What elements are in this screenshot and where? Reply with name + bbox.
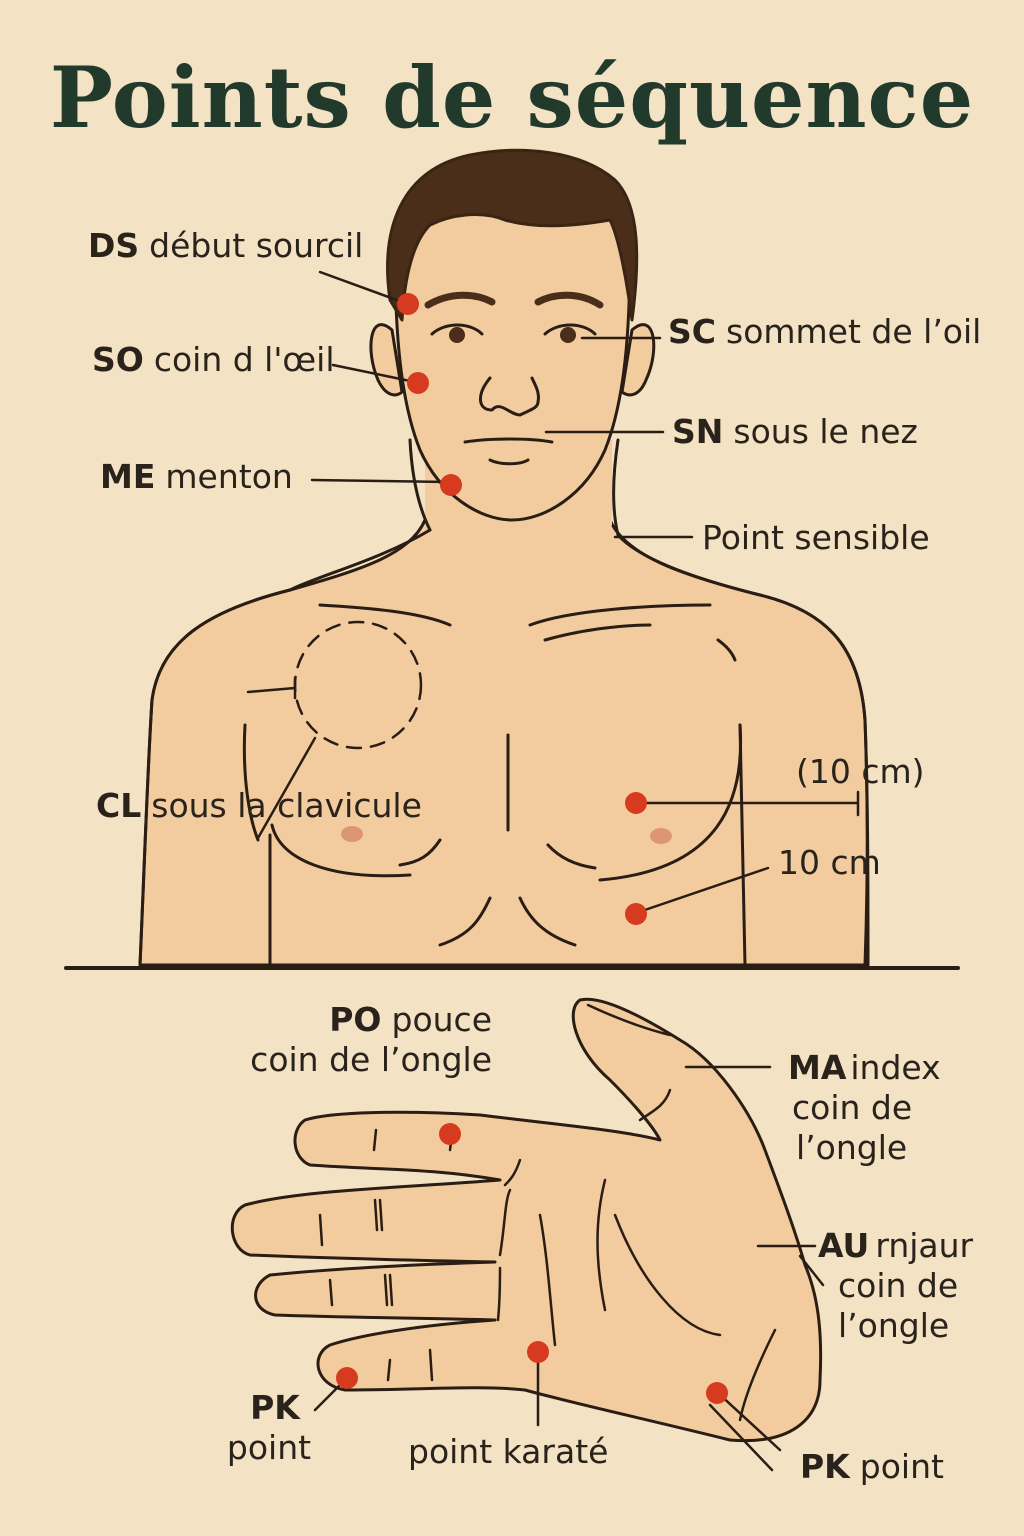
label-cl-code: CL xyxy=(96,786,142,825)
label-au-line2: coin de xyxy=(838,1266,959,1305)
label-ma-line3: l’ongle xyxy=(796,1128,908,1167)
hand xyxy=(230,997,823,1443)
label-sc-code: SC xyxy=(668,312,716,351)
nipple-left xyxy=(341,826,363,842)
point-me xyxy=(440,474,462,496)
point-po xyxy=(439,1123,461,1145)
torso xyxy=(138,518,870,967)
label-point-sensible: Point sensible xyxy=(702,518,930,557)
label-ma-text: index xyxy=(850,1048,941,1087)
label-au-text: rnjaur xyxy=(875,1226,974,1265)
label-ma-line2: coin de xyxy=(792,1088,913,1127)
label-pk-left-line2: point xyxy=(226,1428,312,1467)
label-ds-code: DS xyxy=(88,226,140,265)
point-chest-lower xyxy=(625,903,647,925)
label-au-code: AU xyxy=(818,1226,870,1265)
label-me-code: ME xyxy=(100,457,156,496)
label-po-line2: coin de l’ongle xyxy=(250,1040,492,1079)
label-pk-right-text: point xyxy=(859,1447,944,1486)
label-sn-code: SN xyxy=(672,412,724,451)
label-pk-left: PK point xyxy=(214,1388,324,1468)
face xyxy=(393,183,632,522)
nipple-right xyxy=(650,828,672,844)
point-pk-right xyxy=(706,1382,728,1404)
point-karate xyxy=(527,1341,549,1363)
label-sc-text: sommet de l’oil xyxy=(726,312,982,351)
point-ds xyxy=(397,293,419,315)
page-title: Points de séquence xyxy=(49,48,975,147)
label-measure-top: (10 cm) xyxy=(796,752,925,791)
right-ear xyxy=(620,323,656,397)
hair xyxy=(386,148,639,322)
label-ds-text: début sourcil xyxy=(149,226,364,265)
label-pk-left-code: PK xyxy=(250,1388,300,1427)
label-sn-text: sous le nez xyxy=(733,412,918,451)
label-ma-code: MA xyxy=(788,1048,847,1087)
label-measure-bottom: 10 cm xyxy=(778,843,881,882)
label-po-code: PO xyxy=(329,1000,382,1039)
point-so xyxy=(407,372,429,394)
label-cl-text: sous la clavicule xyxy=(151,786,422,825)
label-karate: point karaté xyxy=(408,1432,609,1471)
label-pk-right-code: PK xyxy=(800,1447,850,1486)
label-po-text: pouce xyxy=(391,1000,493,1039)
label-so-text: coin d l'œil xyxy=(153,340,335,379)
label-me-text: menton xyxy=(165,457,293,496)
point-chest-upper xyxy=(625,792,647,814)
label-so-code: SO xyxy=(92,340,144,379)
label-sc: SC sommet de l’oil xyxy=(668,312,981,352)
point-pk-left xyxy=(336,1367,358,1389)
label-au-line3: l’ongle xyxy=(838,1306,950,1345)
